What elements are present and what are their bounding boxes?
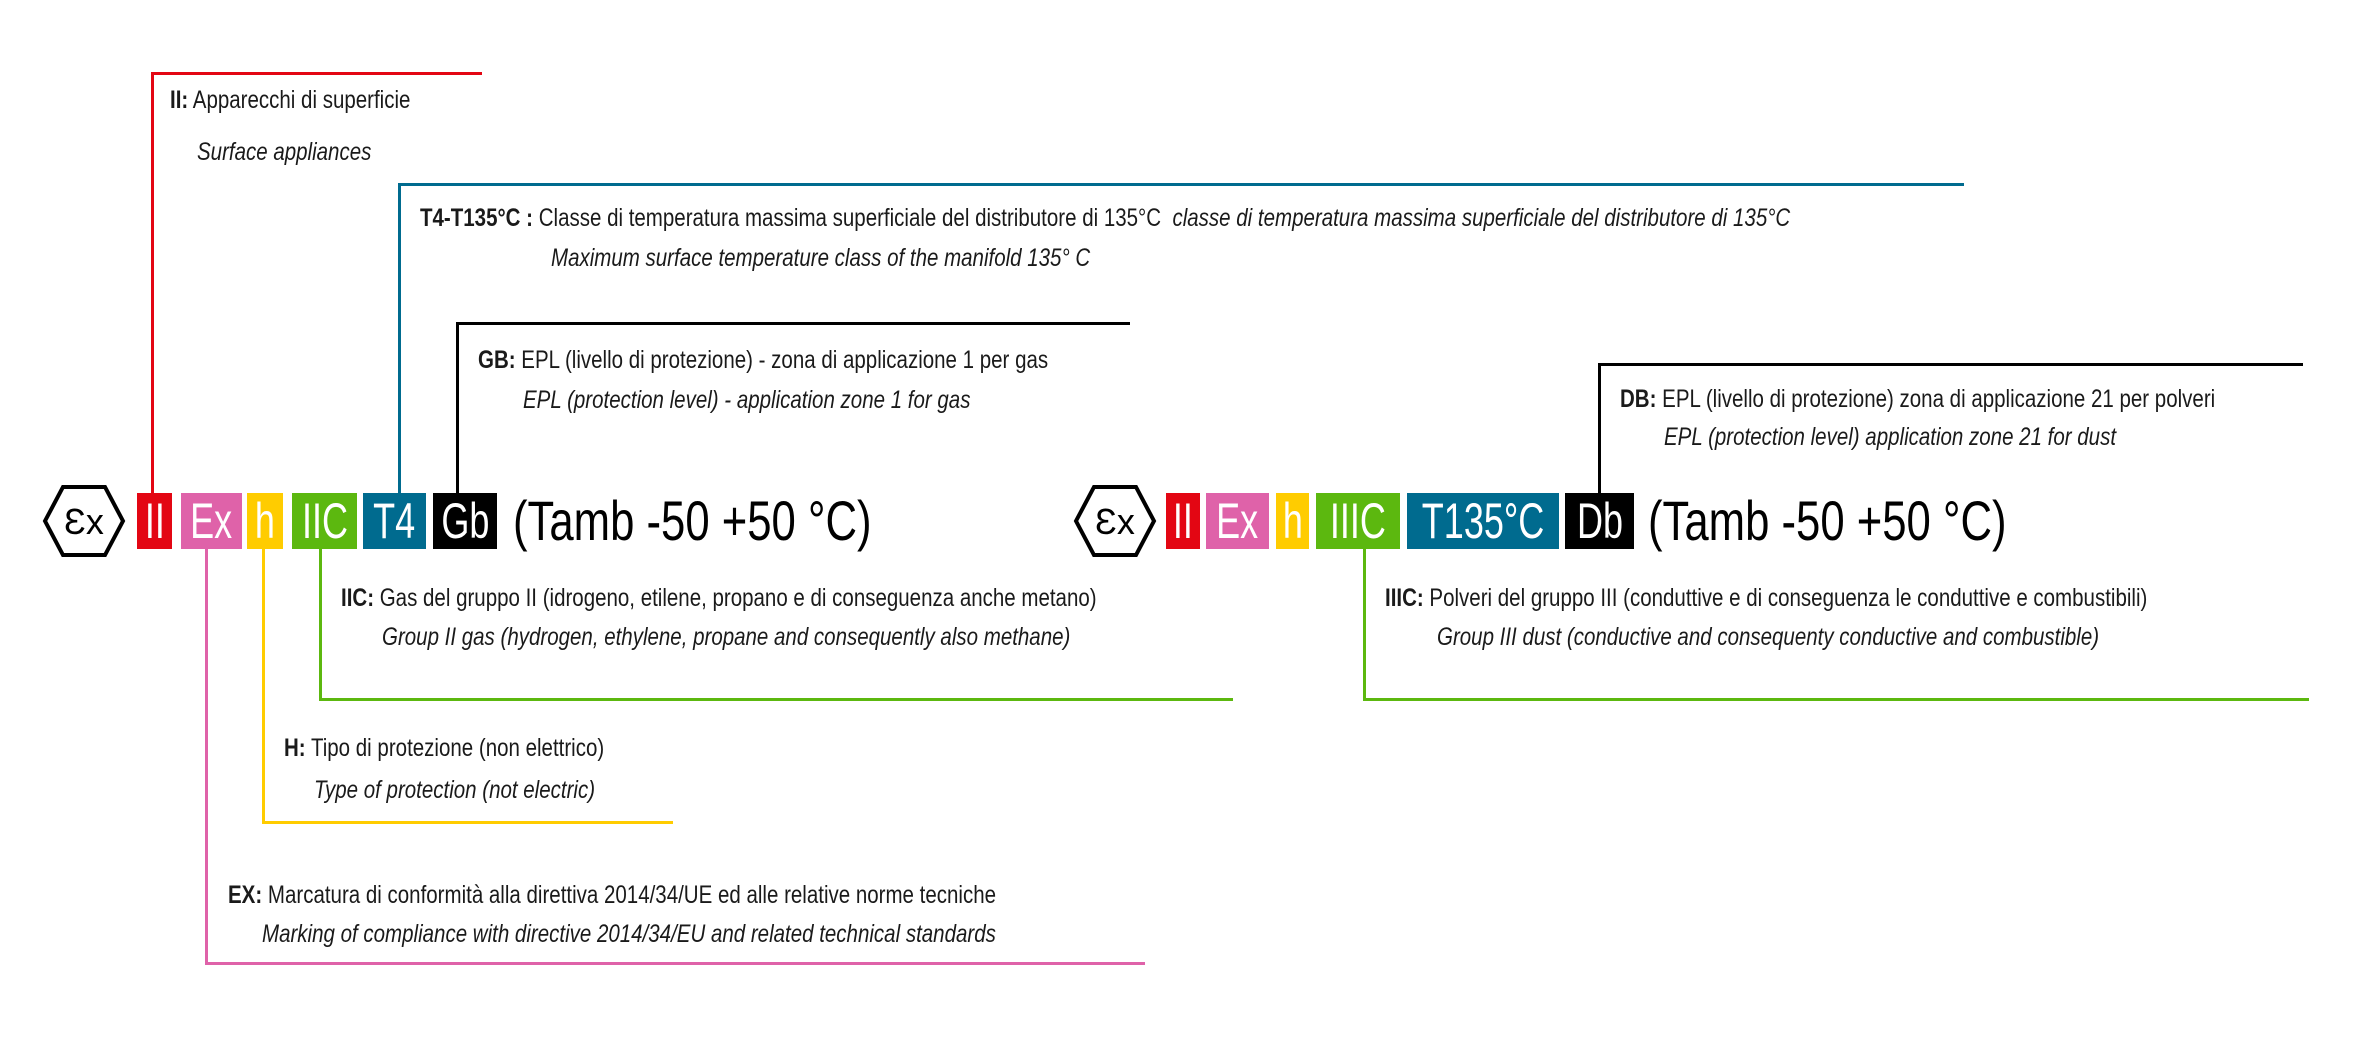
leader-gb <box>456 323 459 493</box>
note-gb-en: EPL (protection level) - application zon… <box>523 386 971 414</box>
ex-hexagon-icon: Ɛx <box>42 485 126 557</box>
note-db-en: EPL (protection level) application zone … <box>1664 423 2117 451</box>
note-h: H: Tipo di protezione (non elettrico) <box>284 734 605 762</box>
badge-ex: Ex <box>1206 493 1269 549</box>
note-ex: EX: Marcatura di conformità alla diretti… <box>228 881 997 909</box>
leader-ex <box>205 549 208 964</box>
tamb-gas: (Tamb -50 +50 °C) <box>513 489 872 552</box>
leader-iiic <box>1363 549 1366 700</box>
leader-h <box>262 549 265 823</box>
note-ex-en: Marking of compliance with directive 201… <box>262 920 996 948</box>
leader-ii-h <box>151 72 482 75</box>
note-h-en: Type of protection (not electric) <box>314 776 596 804</box>
leader-db <box>1598 364 1601 493</box>
leader-h-h <box>262 821 673 824</box>
badge-h: h <box>1276 493 1309 549</box>
leader-t4 <box>398 184 401 493</box>
note-t4-en: Maximum surface temperature class of the… <box>551 244 1091 272</box>
svg-text:Ɛx: Ɛx <box>64 501 104 542</box>
tamb-dust: (Tamb -50 +50 °C) <box>1648 489 2007 552</box>
badge-t4: T4 <box>363 493 426 549</box>
badge-ex: Ex <box>181 493 242 549</box>
badge-iic: IIC <box>292 493 357 549</box>
ex-hexagon-icon: Ɛx <box>1073 485 1157 557</box>
badge-iiic: IIIC <box>1316 493 1400 549</box>
note-iic-en: Group II gas (hydrogen, ethylene, propan… <box>382 623 1071 651</box>
note-ii: II: Apparecchi di superficie <box>170 86 411 114</box>
badge-db: Db <box>1565 493 1634 549</box>
badge-ii: II <box>1166 493 1200 549</box>
leader-gb-h <box>456 322 1130 325</box>
leader-iic <box>319 549 322 700</box>
badge-t135: T135°C <box>1407 493 1559 549</box>
badge-gb: Gb <box>433 493 497 549</box>
note-ii-en: Surface appliances <box>197 138 372 166</box>
note-iiic: IIIC: Polveri del gruppo III (conduttive… <box>1385 584 2148 612</box>
note-iiic-en: Group III dust (conductive and consequen… <box>1437 623 2100 651</box>
leader-ii <box>151 73 154 493</box>
badge-h: h <box>247 493 283 549</box>
note-iic: IIC: Gas del gruppo II (idrogeno, etilen… <box>341 584 1097 612</box>
leader-iiic-h <box>1363 698 2309 701</box>
badge-ii: II <box>137 493 172 549</box>
leader-iic-h <box>319 698 1233 701</box>
svg-text:Ɛx: Ɛx <box>1095 501 1135 542</box>
leader-t4-h <box>398 183 1964 186</box>
note-db: DB: EPL (livello di protezione) zona di … <box>1620 385 2216 413</box>
note-t4: T4-T135°C : Classe di temperatura massim… <box>420 204 1791 232</box>
leader-ex-h <box>205 962 1145 965</box>
note-gb: GB: EPL (livello di protezione) - zona d… <box>478 346 1049 374</box>
leader-db-h <box>1598 363 2303 366</box>
